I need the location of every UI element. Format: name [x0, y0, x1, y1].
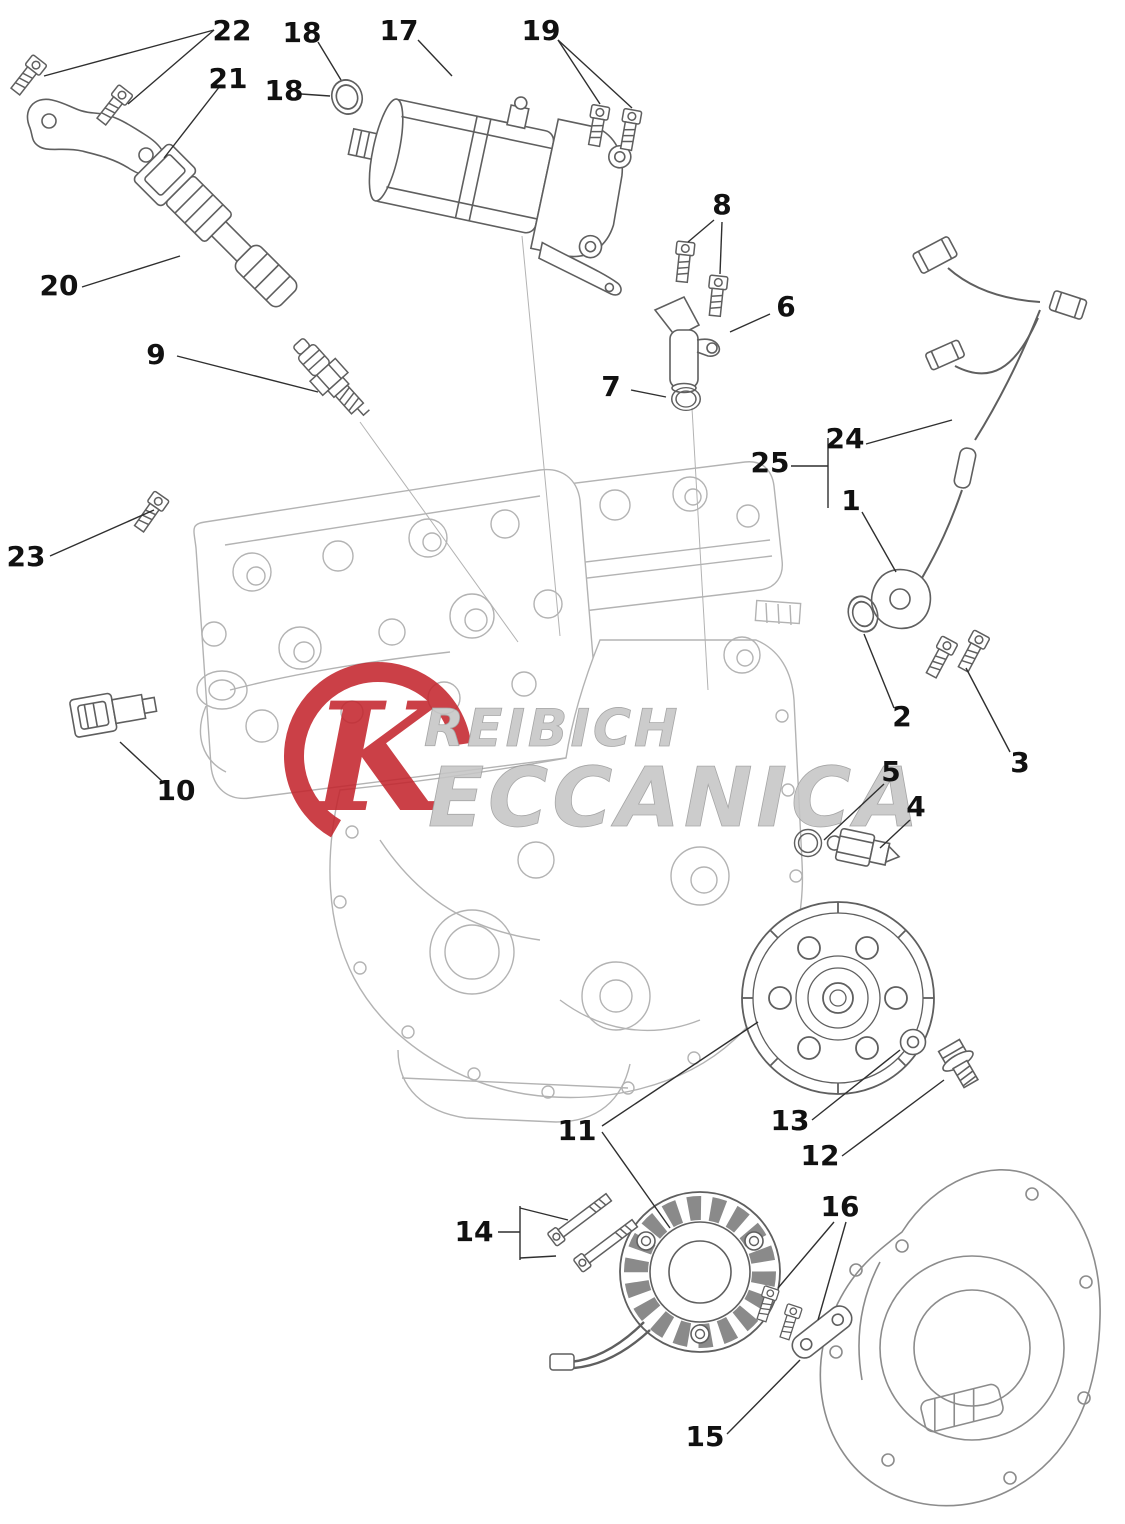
temp-sensor-drawing: [69, 692, 158, 738]
callout-label-3: 3: [1010, 746, 1029, 779]
mounting-bracket-drawing: [26, 98, 166, 177]
callout-labels: 22 18 17 19 21 18 20 9 8 6 7 24 25 1 23 …: [7, 14, 1030, 1453]
head-bolt-23-drawing: [130, 490, 171, 535]
leader-lines: [43, 29, 1011, 1435]
oring-7-drawing: [670, 386, 702, 412]
callout-label-14: 14: [455, 1215, 494, 1248]
sensor-bolt-8b-drawing: [705, 274, 729, 318]
callout-label-6: 6: [776, 290, 795, 323]
flywheel-bolt-drawing: [937, 1038, 980, 1089]
callout-label-12: 12: [801, 1139, 840, 1172]
watermark-symbol: K: [309, 670, 449, 846]
callout-label-15: 15: [686, 1420, 725, 1453]
washer-13-drawing: [899, 1028, 927, 1056]
callout-label-8: 8: [712, 188, 731, 221]
callout-label-17: 17: [380, 14, 419, 47]
watermark-line1: REIBICH: [424, 699, 681, 759]
callout-label-21: 21: [209, 62, 248, 95]
pickup-bolt-3a-drawing: [922, 635, 959, 681]
ignition-coil-drawing: [133, 143, 298, 308]
engine-block-drawing: [193, 235, 804, 1123]
watermark-swoosh: [284, 662, 472, 850]
callout-label-18b: 18: [265, 74, 304, 107]
callout-label-7: 7: [601, 370, 620, 403]
callout-label-24: 24: [826, 422, 865, 455]
callout-label-25: 25: [751, 446, 790, 479]
callout-label-5: 5: [881, 755, 900, 788]
callout-label-9: 9: [146, 338, 165, 371]
callout-label-10: 10: [157, 774, 196, 807]
callout-label-2: 2: [892, 700, 911, 733]
speed-sensor-drawing: [653, 295, 721, 394]
stator-drawing: [549, 1191, 781, 1371]
pickup-bolt-3b-drawing: [954, 629, 991, 675]
callout-label-4: 4: [906, 790, 925, 823]
sensor-bolt-8a-drawing: [672, 240, 696, 284]
callout-label-22: 22: [213, 14, 252, 47]
callout-label-1: 1: [841, 484, 860, 517]
starter-motor-drawing: [347, 96, 632, 296]
flywheel-drawing: [741, 901, 935, 1095]
callout-label-20: 20: [40, 269, 79, 302]
oring-18-drawing: [326, 75, 368, 119]
callout-label-19: 19: [522, 14, 561, 47]
stator-bolt-14a-drawing: [546, 1190, 615, 1248]
callout-label-18a: 18: [283, 16, 322, 49]
watermark-line2: ECCANICA: [428, 751, 923, 846]
retainer-plate-drawing: [791, 1305, 853, 1359]
engine-cover-drawing: [819, 1169, 1101, 1507]
callout-label-16: 16: [821, 1190, 860, 1223]
bracket-bolt-22a-drawing: [7, 53, 48, 98]
pickup-sensor-drawing: [870, 568, 932, 630]
spark-plug-drawing: [293, 338, 370, 417]
starter-bolt-19b-drawing: [616, 107, 643, 152]
callout-label-11: 11: [558, 1114, 597, 1147]
oil-pressure-switch-drawing: [826, 827, 901, 867]
callout-label-13: 13: [771, 1104, 810, 1137]
callout-label-23: 23: [7, 540, 46, 573]
wiring-harness-drawing: [912, 236, 1088, 579]
watermark: K REIBICH ECCANICA: [284, 662, 923, 850]
